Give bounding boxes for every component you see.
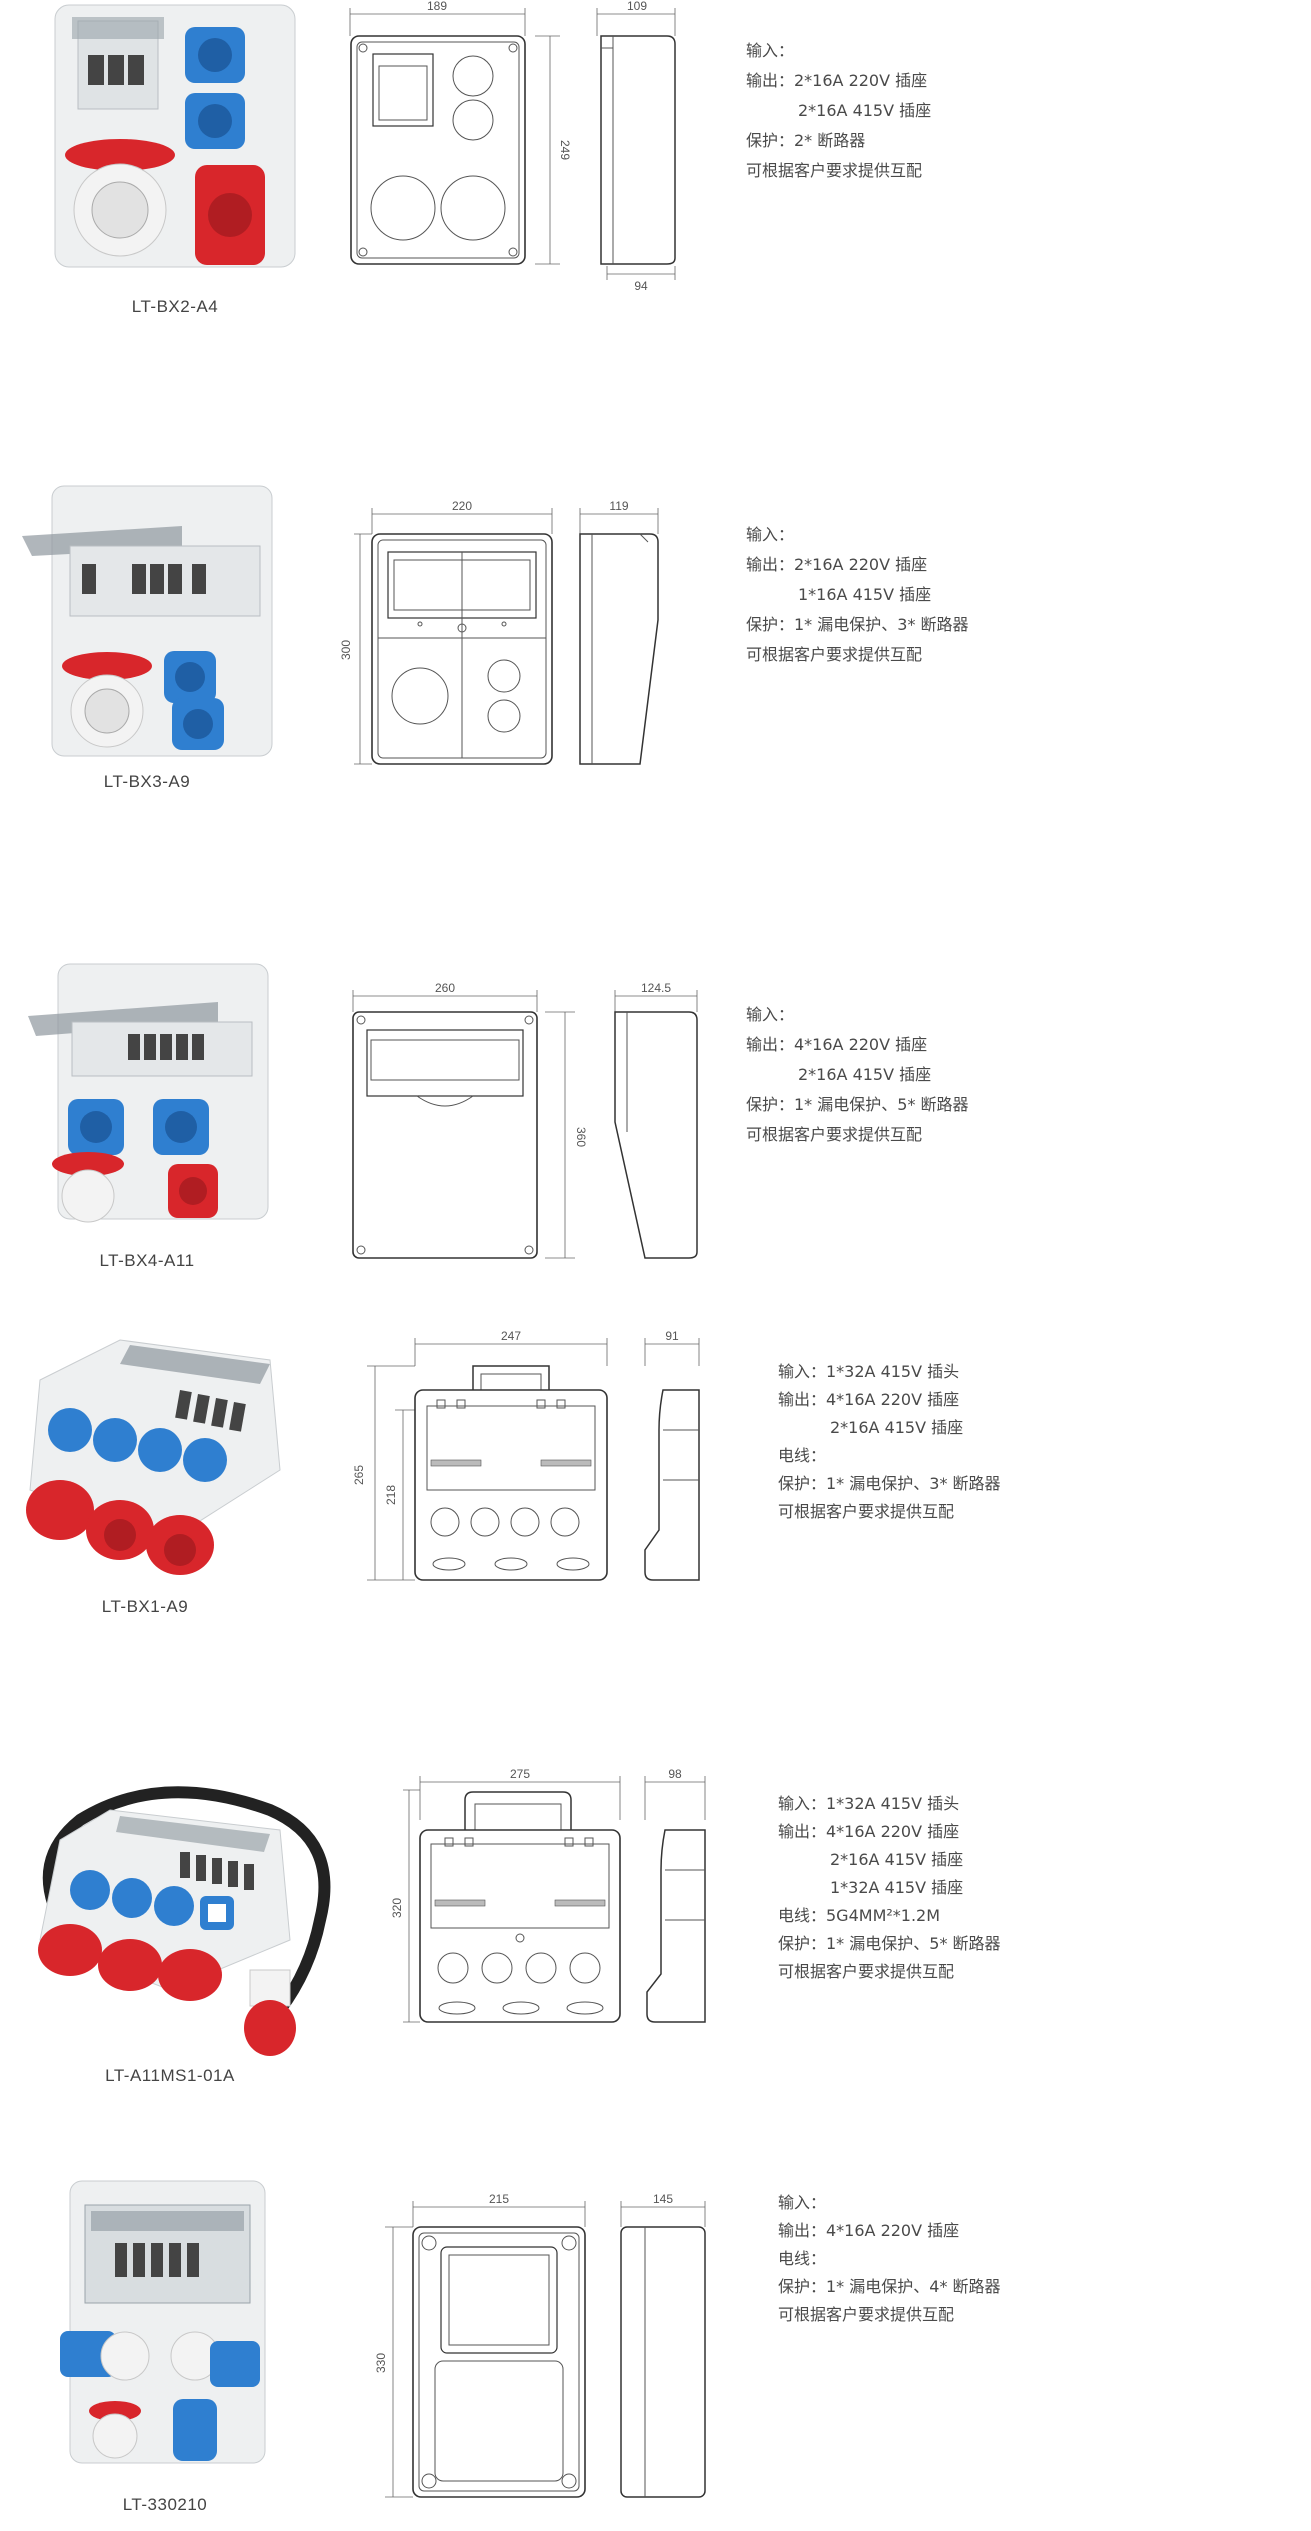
dim-depth: 145 [653, 2192, 673, 2206]
front-view-drawing: 247 265 218 91 [352, 1329, 700, 1581]
spec-line: 可根据客户要求提供互配 [778, 2305, 955, 2324]
spec-line: 输入： [778, 2193, 827, 2212]
spec-line: 输入： [746, 525, 795, 544]
dim-width: 275 [510, 1767, 530, 1781]
spec-list: 输入： 输出：4*16A 220V 插座 2*16A 415V 插座 保护：1*… [746, 1000, 969, 1150]
spec-line: 可根据客户要求提供互配 [778, 1962, 955, 1981]
dim-width: 215 [489, 2192, 509, 2206]
spec-line: 2*16A 415V 插座 [830, 1850, 964, 1869]
dim-depth: 119 [609, 499, 628, 513]
product-photo [28, 963, 269, 1223]
spec-line: 输入： [746, 41, 795, 60]
product-section-2: LT-BX3-A9 220 300 119 输入： 输出：2*16A 220V … [0, 480, 1311, 820]
spec-line: 电线：5G4MM²*1.2M [778, 1906, 941, 1925]
dim-width: 260 [435, 981, 455, 995]
dim-height: 360 [574, 1127, 588, 1147]
spec-line: 2*16A 415V 插座 [798, 1065, 932, 1084]
spec-line: 2*16A 415V 插座 [798, 101, 932, 120]
product-photo [38, 1786, 331, 2056]
spec-line: 保护：1* 漏电保护、5* 断路器 [778, 1934, 1001, 1953]
product-photo [54, 4, 296, 268]
dim-height: 330 [374, 2353, 388, 2373]
model-label: LT-330210 [122, 2495, 208, 2514]
dim-depth-bottom: 94 [634, 279, 648, 293]
spec-line: 输出：4*16A 220V 插座 [778, 1822, 960, 1841]
spec-line: 1*16A 415V 插座 [798, 585, 932, 604]
spec-line: 可根据客户要求提供互配 [778, 1502, 955, 1521]
product-section-3: LT-BX4-A11 260 360 124.5 输入： 输出：4*16A 22… [0, 960, 1311, 1300]
dim-height: 300 [339, 640, 353, 660]
product-photo [60, 2180, 266, 2464]
spec-line: 保护：1* 漏电保护、4* 断路器 [778, 2277, 1001, 2296]
spec-line: 保护：1* 漏电保护、5* 断路器 [746, 1095, 969, 1114]
spec-line: 保护：2* 断路器 [746, 131, 866, 150]
spec-list: 输入： 输出：4*16A 220V 插座 电线： 保护：1* 漏电保护、4* 断… [778, 2189, 1001, 2329]
front-view-drawing: 189 249 109 94 [349, 0, 676, 293]
spec-list: 输入： 输出：2*16A 220V 插座 2*16A 415V 插座 保护：2*… [746, 36, 931, 186]
spec-line: 电线： [778, 2249, 827, 2268]
dim-depth: 98 [668, 1767, 682, 1781]
product-section-4: LT-BX1-A9 247 265 218 91 输入：1*32A 415V 插… [0, 1329, 1311, 1660]
front-view-drawing: 275 320 98 [390, 1767, 706, 2023]
product-section-1: LT-BX2-A4 189 249 109 94 输入： 输出：2*16A 22… [0, 0, 1311, 330]
spec-line: 输入： [746, 1005, 795, 1024]
spec-line: 保护：1* 漏电保护、3* 断路器 [778, 1474, 1001, 1493]
model-label: LT-BX4-A11 [99, 1251, 195, 1270]
product-section-6: LT-330210 215 330 145 输入： 输出：4*16A 220V … [0, 2175, 1311, 2531]
front-view-drawing: 220 300 119 [339, 499, 659, 765]
spec-line: 可根据客户要求提供互配 [746, 645, 923, 664]
spec-line: 输出：4*16A 220V 插座 [778, 2221, 960, 2240]
dim-width: 247 [501, 1329, 521, 1343]
spec-line: 输出：4*16A 220V 插座 [778, 1390, 960, 1409]
model-label: LT-BX3-A9 [103, 772, 191, 791]
spec-line: 输出：2*16A 220V 插座 [746, 555, 928, 574]
spec-list: 输入：1*32A 415V 插头 输出：4*16A 220V 插座 2*16A … [778, 1790, 1001, 1986]
dim-height-inner: 218 [384, 1485, 398, 1505]
spec-line: 输入：1*32A 415V 插头 [778, 1362, 960, 1381]
spec-line: 1*32A 415V 插座 [830, 1878, 964, 1897]
dim-height: 265 [352, 1465, 366, 1485]
spec-line: 2*16A 415V 插座 [830, 1418, 964, 1437]
spec-line: 电线： [778, 1446, 827, 1465]
dim-depth: 109 [627, 0, 647, 13]
spec-line: 输入：1*32A 415V 插头 [778, 1794, 960, 1813]
front-view-drawing: 260 360 124.5 [352, 981, 698, 1259]
model-label: LT-A11MS1-01A [105, 2066, 235, 2085]
dim-depth: 91 [665, 1329, 679, 1343]
spec-line: 可根据客户要求提供互配 [746, 1125, 923, 1144]
spec-line: 输出：4*16A 220V 插座 [746, 1035, 928, 1054]
dim-height: 320 [390, 1898, 404, 1918]
spec-list: 输入：1*32A 415V 插头 输出：4*16A 220V 插座 2*16A … [778, 1358, 1001, 1526]
spec-line: 输出：2*16A 220V 插座 [746, 71, 928, 90]
spec-line: 保护：1* 漏电保护、3* 断路器 [746, 615, 969, 634]
product-photo [22, 485, 273, 757]
model-label: LT-BX2-A4 [131, 297, 219, 316]
product-photo [26, 1339, 281, 1575]
dim-width: 220 [452, 499, 472, 513]
spec-list: 输入： 输出：2*16A 220V 插座 1*16A 415V 插座 保护：1*… [746, 520, 969, 670]
model-label: LT-BX1-A9 [101, 1597, 189, 1616]
dim-height: 249 [558, 140, 572, 160]
front-view-drawing: 215 330 145 [374, 2192, 706, 2498]
dim-width: 189 [427, 0, 447, 13]
product-section-5: LT-A11MS1-01A 275 320 98 输入：1*32A 415V 插… [0, 1760, 1311, 2140]
dim-depth: 124.5 [641, 981, 671, 995]
spec-line: 可根据客户要求提供互配 [746, 161, 923, 180]
